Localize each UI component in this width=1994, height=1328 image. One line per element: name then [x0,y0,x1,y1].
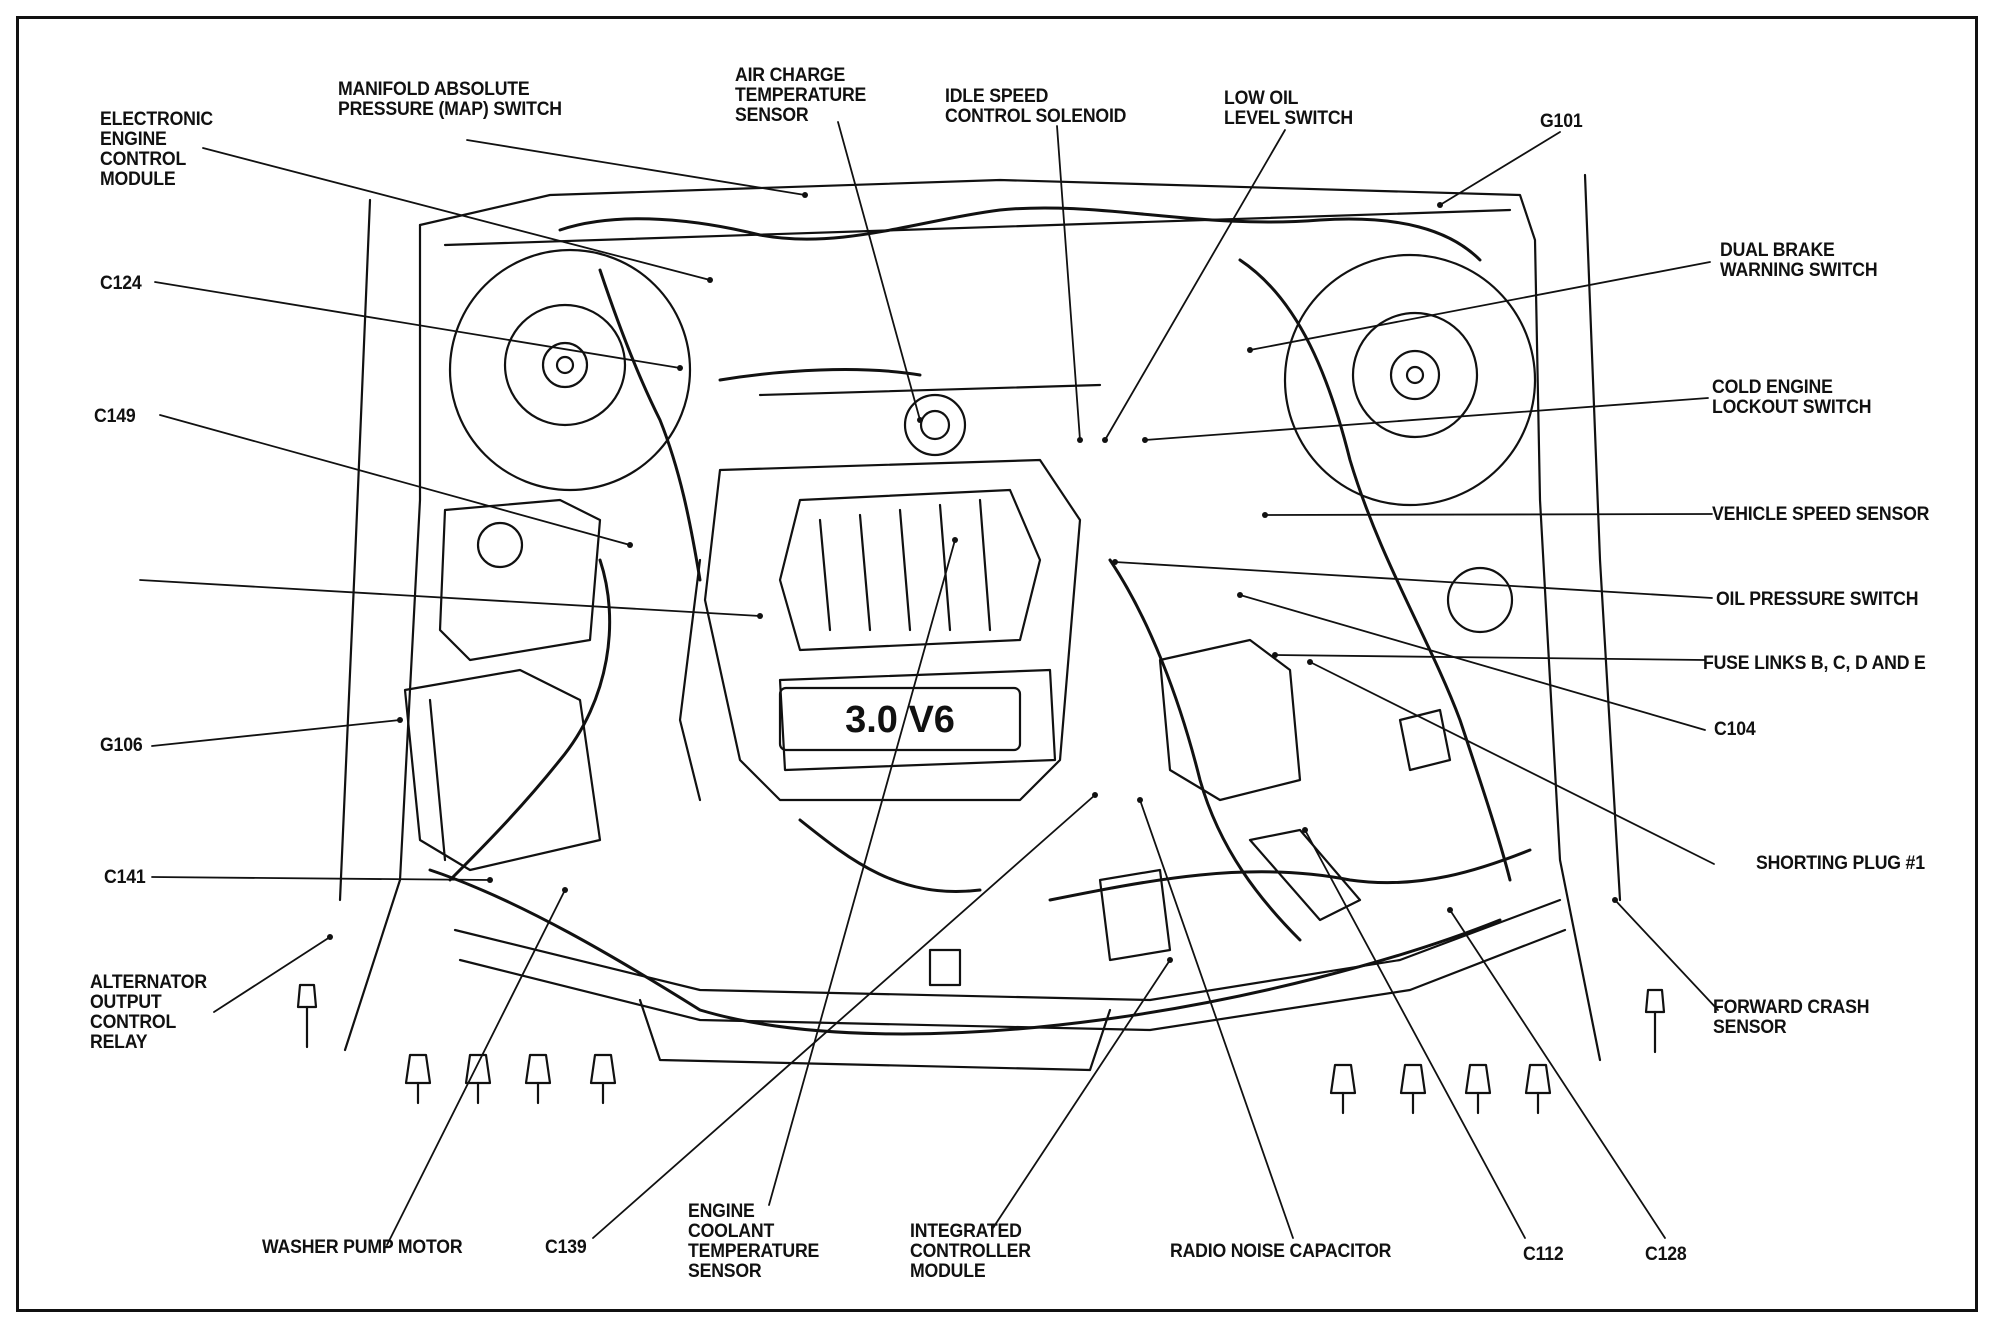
label-c149: C149 [94,406,136,427]
engine-badge-text: 3.0 V6 [845,699,955,741]
transaxle-area [1098,566,1514,962]
label-air-charge-temperature-sensor: AIR CHARGE TEMPERATURE SENSOR [735,65,867,126]
coolant-reservoir [403,498,602,872]
engine-badge-plate [778,686,1022,752]
label-c124: C124 [100,273,142,294]
wiring-harness [428,206,1532,1036]
label-vehicle-speed-sensor: VEHICLE SPEED SENSOR [1712,504,1930,525]
label-radio-noise-capacitor: RADIO NOISE CAPACITOR [1170,1241,1392,1262]
label-alternator-output-control-relay: ALTERNATOR OUTPUT CONTROL RELAY [90,972,207,1053]
left-strut-tower [448,248,692,492]
label-g106: G106 [100,735,143,756]
right-strut-tower [1283,253,1537,507]
label-c141: C141 [104,867,146,888]
leader-lines [139,121,1719,1246]
label-low-oil-level-switch: LOW OIL LEVEL SWITCH [1224,88,1353,129]
label-idle-speed-control-solenoid: IDLE SPEED CONTROL SOLENOID [945,86,1127,127]
label-dual-brake-warning-switch: DUAL BRAKE WARNING SWITCH [1720,240,1878,281]
lamp-sockets [296,983,1666,1115]
vehicle-body-outline [338,173,1622,1062]
label-cold-engine-lockout-switch: COLD ENGINE LOCKOUT SWITCH [1712,377,1872,418]
label-engine-coolant-temperature-sensor: ENGINE COOLANT TEMPERATURE SENSOR [688,1201,820,1282]
radiator-support [453,898,1567,1072]
label-c139: C139 [545,1237,587,1258]
label-forward-crash-sensor: FORWARD CRASH SENSOR [1713,997,1870,1038]
label-washer-pump-motor: WASHER PUMP MOTOR [262,1237,463,1258]
engine-block [678,383,1102,802]
label-c112: C112 [1523,1244,1564,1265]
label-electronic-engine-control-module: ELECTRONIC ENGINE CONTROL MODULE [100,109,214,190]
label-g101: G101 [1540,111,1583,132]
label-shorting-plug: SHORTING PLUG #1 [1756,853,1925,874]
leader-arrowheads [327,192,1618,963]
diagram-frame [16,16,1978,1312]
label-oil-pressure-switch: OIL PRESSURE SWITCH [1716,589,1919,610]
label-c128: C128 [1645,1244,1687,1265]
label-fuse-links: FUSE LINKS B, C, D AND E [1703,653,1926,674]
label-integrated-controller-module: INTEGRATED CONTROLLER MODULE [910,1221,1031,1282]
label-map-switch: MANIFOLD ABSOLUTE PRESSURE (MAP) SWITCH [338,79,562,120]
label-c104: C104 [1714,719,1756,740]
